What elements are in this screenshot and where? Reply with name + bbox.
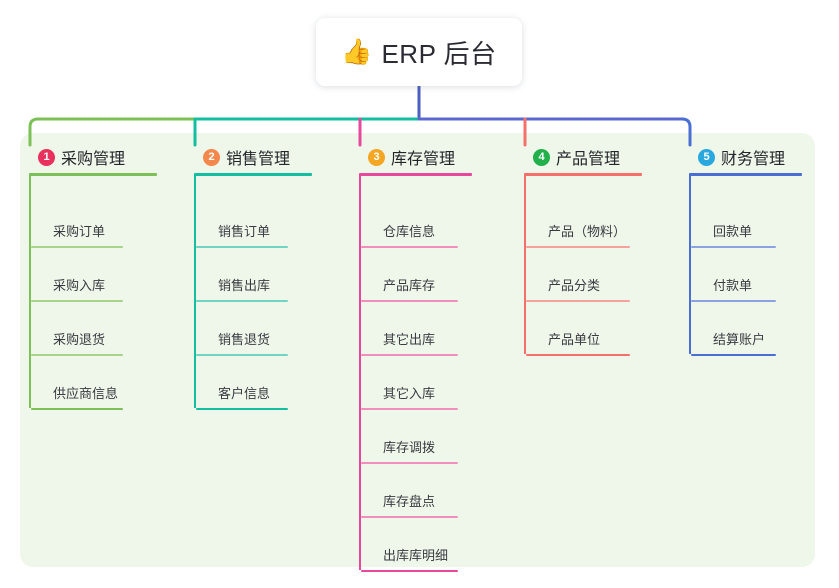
leaf-rule	[361, 462, 458, 464]
leaf-rule	[196, 246, 288, 248]
leaf-rule	[361, 354, 458, 356]
branch-rule-1	[29, 173, 157, 176]
branch-rule-2	[194, 173, 312, 176]
leaf-rule	[691, 300, 776, 302]
branch-label-2: 销售管理	[226, 151, 291, 168]
leaf-label: 结算账户	[713, 332, 766, 347]
leaf-label: 供应商信息	[53, 386, 119, 401]
leaf-label: 库存盘点	[383, 494, 436, 509]
branch-badge-1: 1	[38, 148, 55, 166]
branch-trunk-5	[689, 175, 691, 354]
leaf-rule	[196, 300, 288, 302]
branch-column-2: 2 销售管理销售订单销售出库销售退货客户信息	[185, 133, 350, 567]
branch-trunk-1	[29, 175, 31, 408]
branch-trunk-2	[194, 175, 196, 408]
leaf-label: 产品分类	[548, 278, 601, 293]
leaf-rule	[526, 300, 630, 302]
branch-column-5: 5 财务管理回款单付款单结算账户	[680, 133, 839, 567]
leaf-label: 其它入库	[383, 386, 436, 401]
leaf-rule	[196, 354, 288, 356]
leaf-label: 产品（物料）	[548, 224, 627, 239]
branch-header-4[interactable]: 4 产品管理	[533, 145, 620, 169]
branch-badge-2: 2	[203, 148, 220, 166]
leaf-label: 采购入库	[53, 278, 106, 293]
thumbs-up-icon: 👍	[341, 37, 373, 66]
leaf-label: 采购退货	[53, 332, 106, 347]
branches-panel	[20, 133, 815, 567]
leaf-label: 回款单	[713, 224, 753, 239]
leaf-label: 付款单	[713, 278, 753, 293]
leaf-rule	[31, 300, 123, 302]
branch-rule-4	[524, 173, 642, 176]
leaf-label: 采购订单	[53, 224, 106, 239]
leaf-rule	[31, 408, 123, 410]
branch-label-5: 财务管理	[721, 151, 786, 168]
leaf-rule	[526, 246, 630, 248]
leaf-label: 库存调拨	[383, 440, 436, 455]
branch-header-5[interactable]: 5 财务管理	[698, 145, 785, 169]
root-node[interactable]: 👍 ERP 后台	[316, 18, 522, 86]
branch-header-3[interactable]: 3 库存管理	[368, 145, 455, 169]
branch-rule-3	[359, 173, 472, 176]
branch-column-4: 4 产品管理产品（物料） 产品分类产品单位	[515, 133, 680, 567]
leaf-rule	[361, 516, 458, 518]
branch-badge-4: 4	[533, 148, 550, 166]
leaf-rule	[196, 408, 288, 410]
branch-label-1: 采购管理	[61, 151, 126, 168]
leaf-label: 销售退货	[218, 332, 271, 347]
leaf-label: 其它出库	[383, 332, 436, 347]
branch-badge-5: 5	[698, 148, 715, 166]
branch-header-1[interactable]: 1 采购管理	[38, 145, 125, 169]
branch-label-4: 产品管理	[556, 151, 621, 168]
branch-rule-5	[689, 173, 802, 176]
branch-column-3: 3 库存管理仓库信息产品库存其它出库其它入库库存调拨库存盘点出库库明细	[350, 133, 515, 572]
leaf-rule	[361, 408, 458, 410]
leaf-rule	[691, 354, 776, 356]
leaf-rule	[361, 570, 458, 572]
leaf-label: 销售订单	[218, 224, 271, 239]
branch-header-2[interactable]: 2 销售管理	[203, 145, 290, 169]
leaf-label: 仓库信息	[383, 224, 436, 239]
branch-label-3: 库存管理	[391, 151, 456, 168]
leaf-rule	[361, 246, 458, 248]
branch-trunk-3	[359, 175, 361, 570]
leaf-rule	[526, 354, 630, 356]
leaf-rule	[31, 246, 123, 248]
leaf-label: 出库库明细	[383, 548, 449, 563]
leaf-label: 客户信息	[218, 386, 271, 401]
leaf-label: 产品单位	[548, 332, 601, 347]
root-title: ERP 后台	[381, 38, 497, 69]
branch-column-1: 1 采购管理采购订单采购入库采购退货供应商信息	[20, 133, 185, 567]
branch-trunk-4	[524, 175, 526, 354]
branch-columns: 1 采购管理采购订单采购入库采购退货供应商信息 2 销售管理销售订单销售出库销售退货客…	[20, 133, 815, 572]
branch-badge-3: 3	[368, 148, 385, 166]
leaf-label: 产品库存	[383, 278, 436, 293]
leaf-rule	[691, 246, 776, 248]
leaf-rule	[31, 354, 123, 356]
leaf-rule	[361, 300, 458, 302]
leaf-label: 销售出库	[218, 278, 271, 293]
